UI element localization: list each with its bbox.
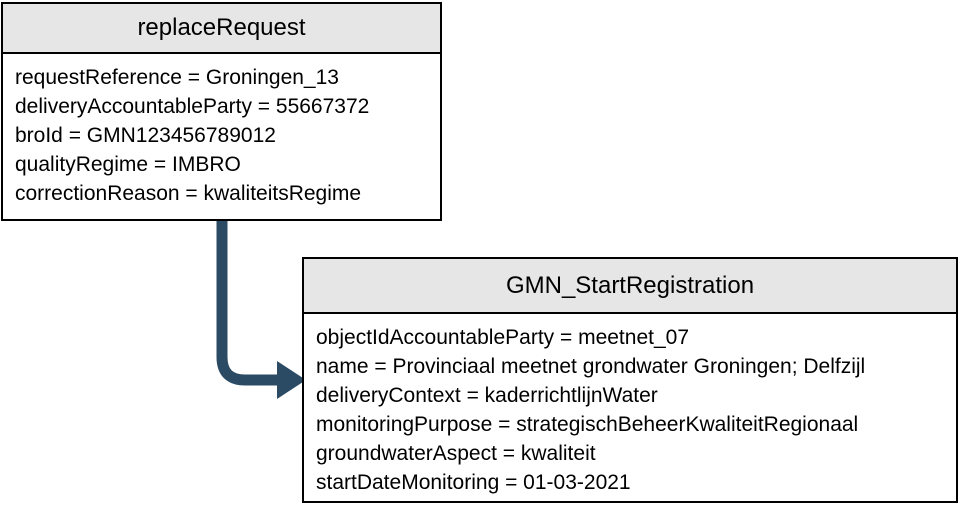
attribute-line: startDateMonitoring = 01-03-2021 (316, 471, 631, 494)
attribute-line: requestReference = Groningen_13 (15, 66, 339, 89)
attribute-line: objectIdAccountableParty = meetnet_07 (316, 326, 689, 349)
replace-request-box: replaceRequest requestReference = Gronin… (1, 2, 442, 221)
attribute-line: monitoringPurpose = strategischBeheerKwa… (316, 413, 859, 436)
attribute-line: deliveryContext = kaderrichtlijnWater (316, 384, 658, 407)
gmn-start-registration-body: objectIdAccountableParty = meetnet_07 na… (304, 314, 956, 497)
replace-request-header: replaceRequest (3, 4, 440, 54)
attribute-line: broId = GMN123456789012 (15, 124, 276, 147)
replace-request-body: requestReference = Groningen_13 delivery… (3, 54, 440, 208)
attribute-line: correctionReason = kwaliteitsRegime (15, 182, 362, 205)
gmn-start-registration-title: GMN_StartRegistration (505, 271, 755, 299)
attribute-line: deliveryAccountableParty = 55667372 (15, 95, 370, 118)
attribute-line: qualityRegime = IMBRO (15, 153, 241, 176)
gmn-start-registration-box: GMN_StartRegistration objectIdAccountabl… (302, 257, 958, 503)
attribute-line: groundwaterAspect = kwaliteit (316, 442, 596, 465)
arrow-line (216, 221, 278, 386)
gmn-start-registration-header: GMN_StartRegistration (304, 259, 956, 314)
replace-request-title: replaceRequest (137, 14, 306, 41)
attribute-line: name = Provinciaal meetnet grondwater Gr… (316, 355, 866, 378)
